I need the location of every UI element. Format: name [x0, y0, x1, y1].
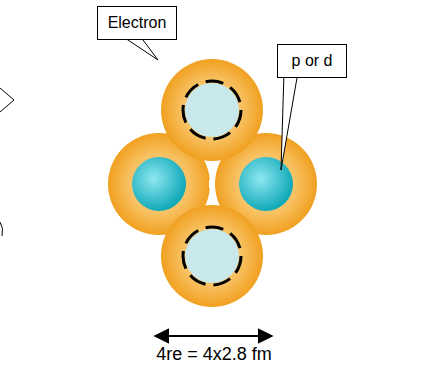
electron-shell	[161, 205, 263, 307]
electron-shell	[161, 59, 263, 161]
dimension-label: 4re = 4x2.8 fm	[156, 344, 272, 366]
callout-fragment	[0, 88, 14, 112]
callout-box: p or d	[277, 44, 347, 78]
callout-box: Electron	[97, 6, 178, 40]
callout-label: p or d	[292, 51, 333, 70]
dimension-arrow	[155, 335, 272, 337]
callout-tail	[281, 72, 298, 170]
callout-label: Electron	[108, 13, 167, 32]
center-gap	[209, 180, 215, 188]
callout-fragment	[0, 222, 3, 236]
